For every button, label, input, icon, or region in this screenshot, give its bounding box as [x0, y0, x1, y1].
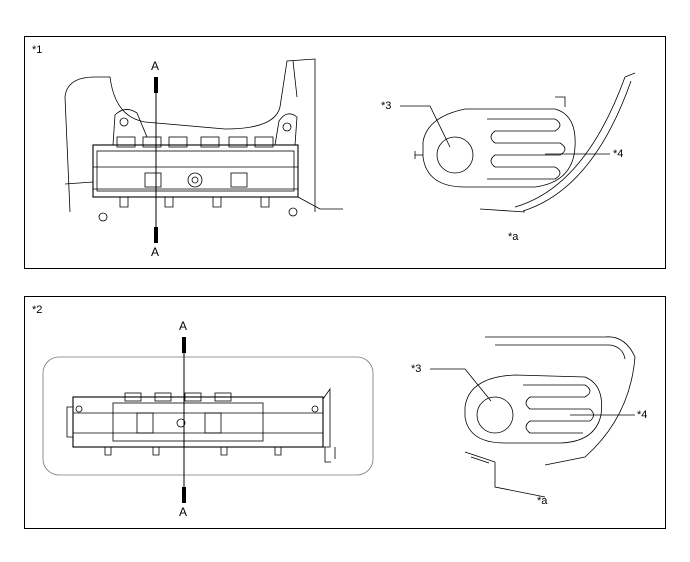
airbag-module-body: [92, 144, 299, 198]
module-top-tabs: [116, 136, 274, 148]
cross-section-view-2: [464, 336, 636, 498]
inflator-cylinder: [436, 136, 474, 174]
view-note-a: *a: [537, 495, 548, 507]
diagram-panel-2: *2 A A *3 *4 *a: [24, 296, 666, 529]
section-label-a-bottom: A: [179, 505, 188, 519]
inflator-cylinder: [476, 396, 514, 434]
center-bolt: [187, 172, 203, 188]
section-label-a-top: A: [151, 59, 160, 73]
left-bracket: [112, 109, 148, 146]
panel-2-drawing: [42, 336, 636, 503]
panel-1-drawing: [64, 58, 636, 243]
callout-4: *4: [637, 409, 648, 421]
callout-3: *3: [411, 363, 422, 375]
left-lead: [64, 181, 94, 185]
module-background-outline: [42, 356, 374, 476]
trim-panel-outline: [485, 336, 636, 466]
seat-frame-outline: [64, 58, 316, 213]
module-bottom-clips: [104, 447, 282, 456]
panel-label: *2: [32, 304, 43, 316]
section-label-a-bottom: A: [151, 245, 160, 259]
folded-bag-outline: [422, 108, 576, 188]
leader-line-3: [400, 105, 451, 148]
right-bracket: [322, 387, 331, 448]
callout-3: *3: [381, 100, 392, 112]
callout-4: *4: [613, 148, 624, 160]
view-note-a: *a: [508, 231, 519, 243]
trim-panel-outline: [514, 72, 636, 208]
section-label-a-top: A: [179, 319, 188, 333]
right-lead: [297, 196, 343, 210]
cross-section-view-1: [414, 72, 636, 213]
leader-line-3: [430, 368, 492, 402]
center-bolt: [176, 418, 186, 428]
panel-label: *1: [32, 44, 43, 56]
right-bracket: [274, 113, 298, 146]
diagram-panel-1: *1 A A *3 *4 *a: [24, 36, 666, 269]
airbag-module-body: [72, 396, 324, 448]
module-bottom-clips: [119, 197, 270, 208]
module-top-tabs: [124, 392, 232, 402]
